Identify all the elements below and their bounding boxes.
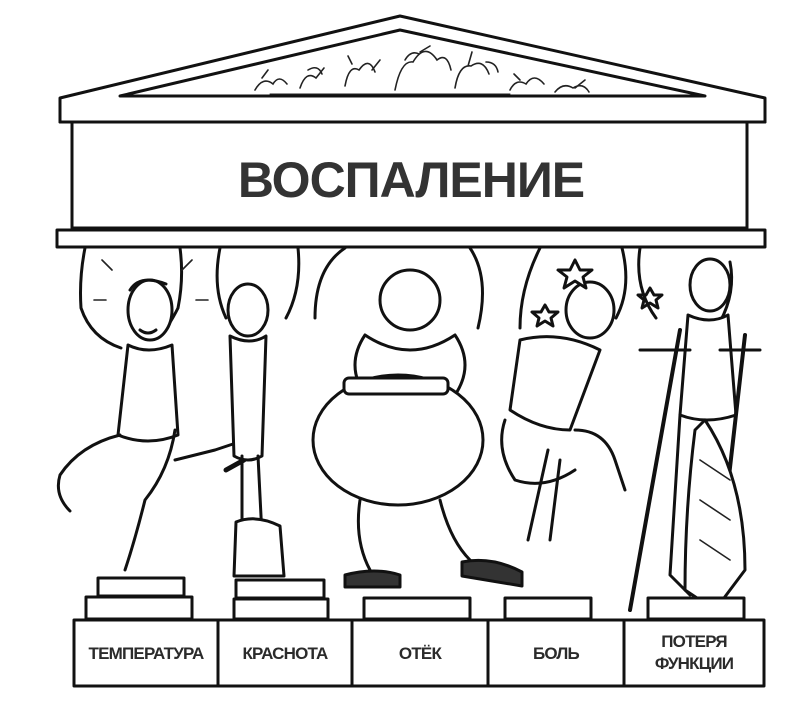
redness-figure xyxy=(215,246,301,578)
temple-pediment xyxy=(58,14,767,124)
pain-figure xyxy=(500,246,664,542)
pillar-label-loss-of-function-line2: ФУНКЦИИ xyxy=(655,654,734,673)
pillar-label-pain: БОЛЬ xyxy=(533,644,580,663)
swelling-figure xyxy=(311,246,524,589)
pillar-label-temperature: ТЕМПЕРАТУРА xyxy=(89,644,205,663)
pillar-label-loss-of-function-line1: ПОТЕРЯ xyxy=(661,632,727,651)
loss-of-function-figure xyxy=(628,246,762,612)
pillar-label-base: ТЕМПЕРАТУРА КРАСНОТА ОТЁК БОЛЬ ПОТЕРЯ ФУ… xyxy=(72,618,766,688)
pillar-plinths xyxy=(84,576,746,621)
temple-entablature: ВОСПАЛЕНИЕ xyxy=(55,120,767,249)
fever-figure xyxy=(56,246,247,572)
temple-title: ВОСПАЛЕНИЕ xyxy=(238,152,584,208)
pillar-label-swelling: ОТЁК xyxy=(399,644,443,663)
pillar-label-redness: КРАСНОТА xyxy=(242,644,328,663)
pediment-frieze xyxy=(254,45,590,95)
